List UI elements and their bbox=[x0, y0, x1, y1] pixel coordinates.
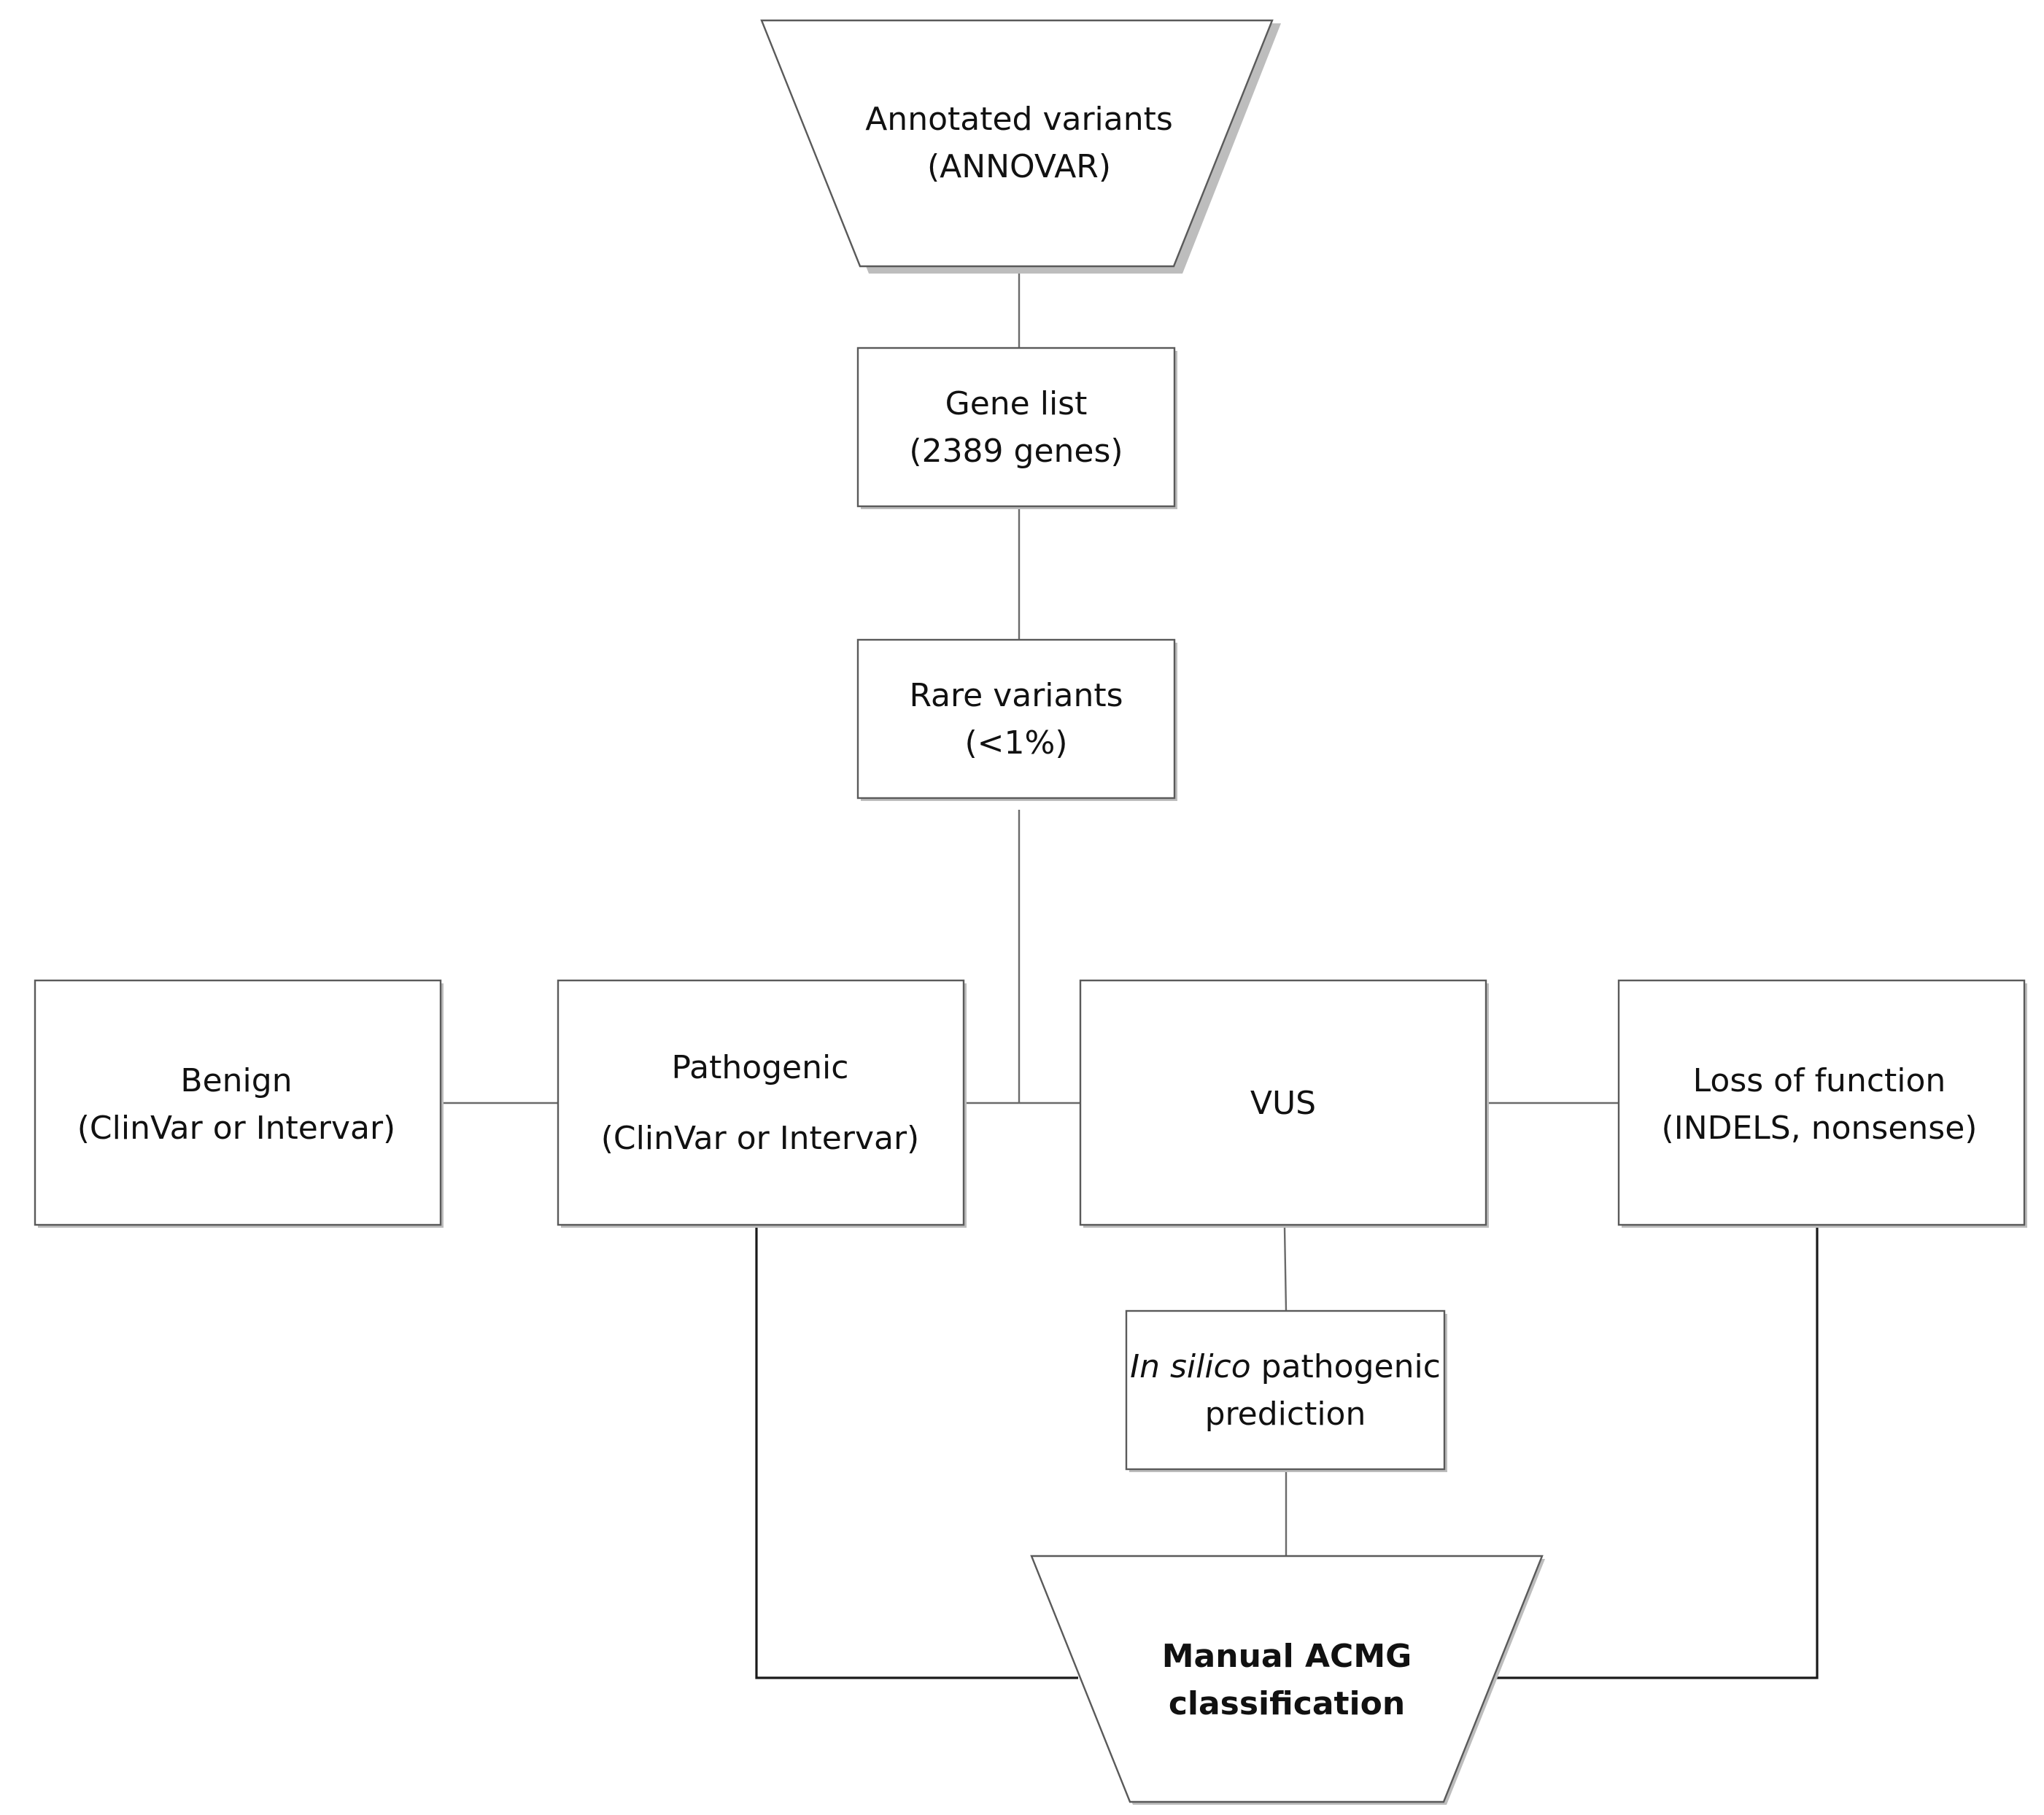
vus-title: VUS bbox=[1250, 1085, 1316, 1122]
in-silico-italic: In silico bbox=[1130, 1348, 1251, 1385]
manual-acmg-subtitle: classification bbox=[1169, 1685, 1405, 1722]
node-gene-list: Gene list (2389 genes) bbox=[856, 347, 1177, 509]
edge-pathogenic-to-manual bbox=[755, 1224, 1078, 1679]
manual-acmg-title: Manual ACMG bbox=[1162, 1638, 1412, 1675]
edge-lof-to-manual bbox=[1494, 1224, 1819, 1679]
node-benign: Benign (ClinVar or Intervar) bbox=[34, 979, 444, 1228]
in-silico-line2: prediction bbox=[1205, 1396, 1366, 1433]
rare-variants-threshold: (<1%) bbox=[964, 724, 1067, 762]
node-vus: VUS bbox=[1079, 979, 1489, 1228]
node-pathogenic: Pathogenic (ClinVar or Intervar) bbox=[557, 979, 967, 1228]
node-rare-variants: Rare variants (<1%) bbox=[856, 638, 1177, 801]
node-loss-of-function: Loss of function (INDELS, nonsense) bbox=[1617, 979, 2027, 1228]
connectors bbox=[441, 266, 1819, 1679]
gene-list-title: Gene list bbox=[945, 385, 1088, 422]
edge-vus-to-insilico bbox=[1283, 1227, 1288, 1312]
in-silico-rest: pathogenic bbox=[1251, 1348, 1441, 1385]
benign-source: (ClinVar or Intervar) bbox=[77, 1110, 395, 1147]
node-in-silico-prediction: In silico pathogenic prediction bbox=[1125, 1309, 1447, 1472]
lof-types: (INDELS, nonsense) bbox=[1662, 1110, 1978, 1147]
pathogenic-title: Pathogenic bbox=[672, 1049, 849, 1086]
annotated-variants-source: (ANNOVAR) bbox=[927, 148, 1111, 185]
in-silico-line1: In silico pathogenic bbox=[1130, 1348, 1441, 1385]
benign-title: Benign bbox=[180, 1062, 292, 1099]
rare-variants-title: Rare variants bbox=[909, 677, 1123, 714]
node-annotated-variants: Annotated variants (ANNOVAR) bbox=[760, 19, 1281, 274]
gene-list-count: (2389 genes) bbox=[909, 433, 1123, 470]
node-manual-acmg: Manual ACMG classification bbox=[1030, 1555, 1545, 1805]
lof-title: Loss of function bbox=[1693, 1062, 1946, 1099]
annotated-variants-title: Annotated variants bbox=[865, 101, 1173, 138]
pathogenic-source: (ClinVar or Intervar) bbox=[601, 1120, 919, 1157]
